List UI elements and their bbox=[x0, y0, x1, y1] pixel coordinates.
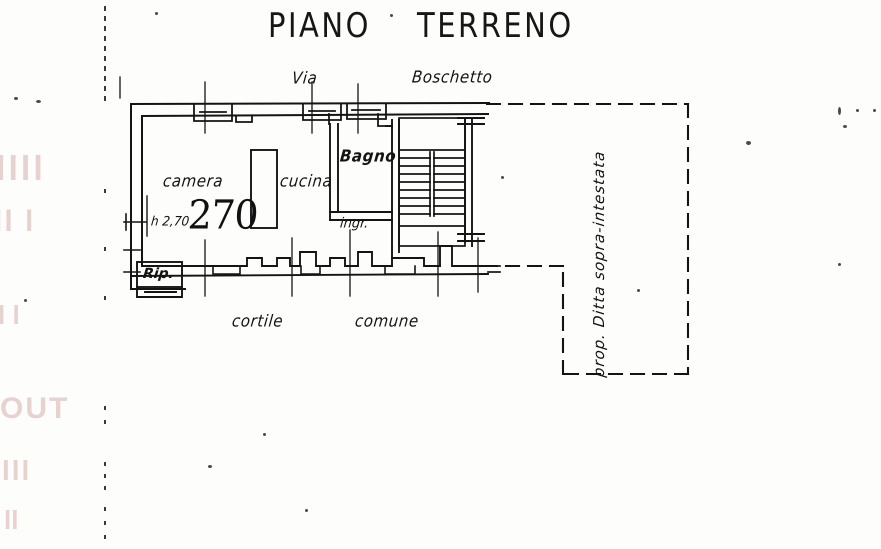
room-label-cucina: cucina bbox=[279, 171, 334, 191]
annotation-parcel-number: 270 bbox=[186, 191, 260, 239]
staircase bbox=[398, 117, 466, 247]
building-outer-wall bbox=[129, 101, 491, 290]
page-title-terreno: TERRENO bbox=[417, 4, 574, 46]
left-wall-dimension-ticks bbox=[123, 213, 147, 273]
building-right-wall bbox=[457, 117, 485, 247]
street-label-boschetto: Boschetto bbox=[411, 67, 494, 87]
camera-cucina-divider bbox=[250, 149, 278, 229]
annotation-ceiling-height: h 2,70 bbox=[150, 213, 190, 229]
property-boundary-dashed bbox=[485, 102, 690, 376]
exterior-label-comune: comune bbox=[354, 311, 420, 331]
top-dimension-leaders bbox=[119, 76, 359, 134]
ripostiglio-box bbox=[136, 261, 183, 298]
bagno-walls bbox=[385, 119, 400, 259]
exterior-label-property-note: prop. Ditta sopra-intestata bbox=[590, 149, 608, 378]
bottom-wall-door-openings bbox=[212, 265, 416, 275]
street-label-via: Via bbox=[291, 68, 319, 88]
room-label-bagno: Bagno bbox=[339, 146, 398, 166]
exterior-label-cortile: cortile bbox=[231, 311, 285, 331]
room-label-camera: camera bbox=[162, 171, 225, 191]
room-label-ripostiglio: Rip. bbox=[142, 266, 175, 282]
boundary-tick-marks bbox=[487, 265, 501, 273]
cucina-bagno-partition bbox=[329, 123, 393, 221]
building-bottom-wall bbox=[130, 245, 490, 277]
page-title-piano: PIANO bbox=[268, 4, 371, 46]
room-label-ingresso: ingr. bbox=[339, 215, 370, 232]
bottom-dimension-leaders bbox=[204, 229, 479, 297]
top-wall-window-openings bbox=[193, 103, 387, 122]
